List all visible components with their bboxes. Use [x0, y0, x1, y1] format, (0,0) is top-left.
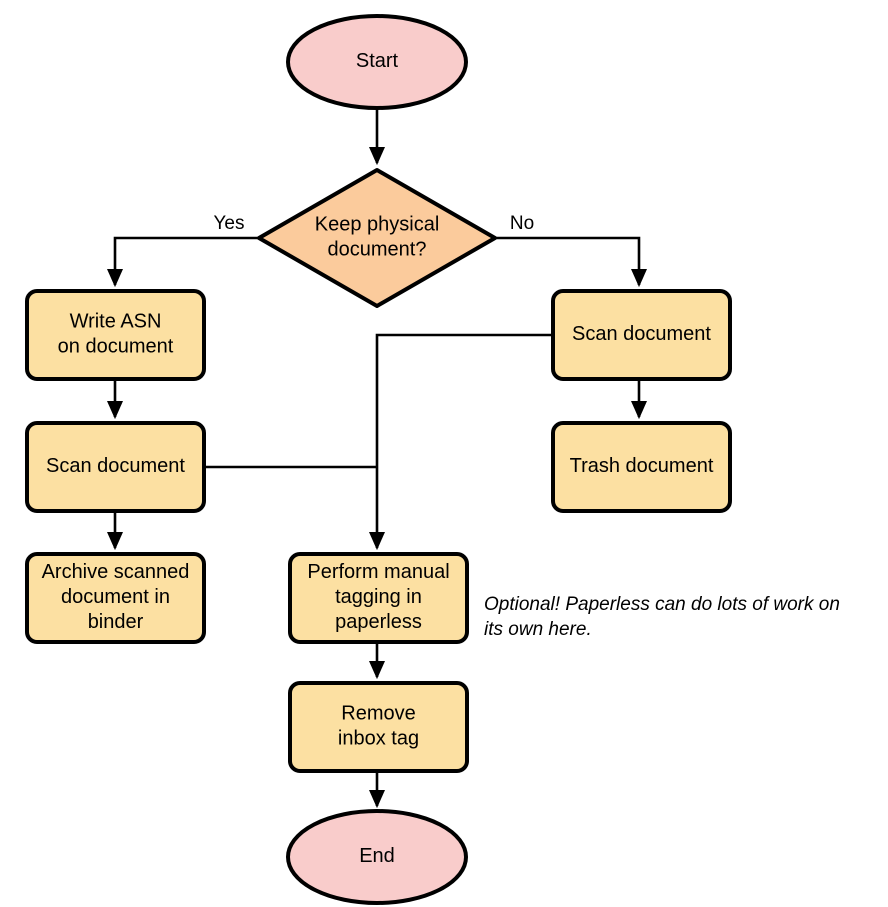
- edge-label-label-yes: Yes: [214, 213, 245, 234]
- node-shape-scan-document-left: [25, 421, 206, 513]
- node-shape-end: [286, 809, 468, 905]
- node-label-scan-document-right: Scan document: [572, 323, 711, 345]
- node-shape-manual-tagging: [288, 552, 469, 644]
- node-shape-archive-binder: [25, 552, 206, 644]
- node-label-scan-document-left: Scan document: [46, 455, 185, 477]
- node-label-end: End: [359, 845, 395, 867]
- annotation-optional: Optional! Paperless can do lots of work …: [484, 594, 840, 640]
- node-trash-document[interactable]: Trash document: [551, 421, 732, 513]
- node-shape-trash-document: [551, 421, 732, 513]
- node-shape-decision-keep-physical: [257, 168, 497, 308]
- connector-edge-scan-right-to-tagging: [368, 333, 553, 551]
- node-shape-write-asn: [25, 289, 206, 381]
- edge-label-label-no: No: [510, 213, 534, 234]
- connector-edge-decision-yes: [106, 236, 259, 288]
- node-start[interactable]: Start: [286, 14, 468, 110]
- node-scan-document-left[interactable]: Scan document: [25, 421, 206, 513]
- edges-layer: [106, 108, 648, 809]
- annotations-layer: Optional! Paperless can do lots of work …: [484, 594, 840, 640]
- connector-edge-decision-no: [495, 236, 648, 288]
- node-end[interactable]: End: [286, 809, 468, 905]
- edge-labels-layer: Yes No: [214, 213, 535, 234]
- node-shape-start: [286, 14, 468, 110]
- node-shape-remove-inbox-tag: [288, 681, 469, 773]
- node-label-trash-document: Trash document: [570, 455, 714, 477]
- node-label-start: Start: [356, 50, 399, 72]
- node-shape-scan-document-right: [551, 289, 732, 381]
- node-scan-document-right[interactable]: Scan document: [551, 289, 732, 381]
